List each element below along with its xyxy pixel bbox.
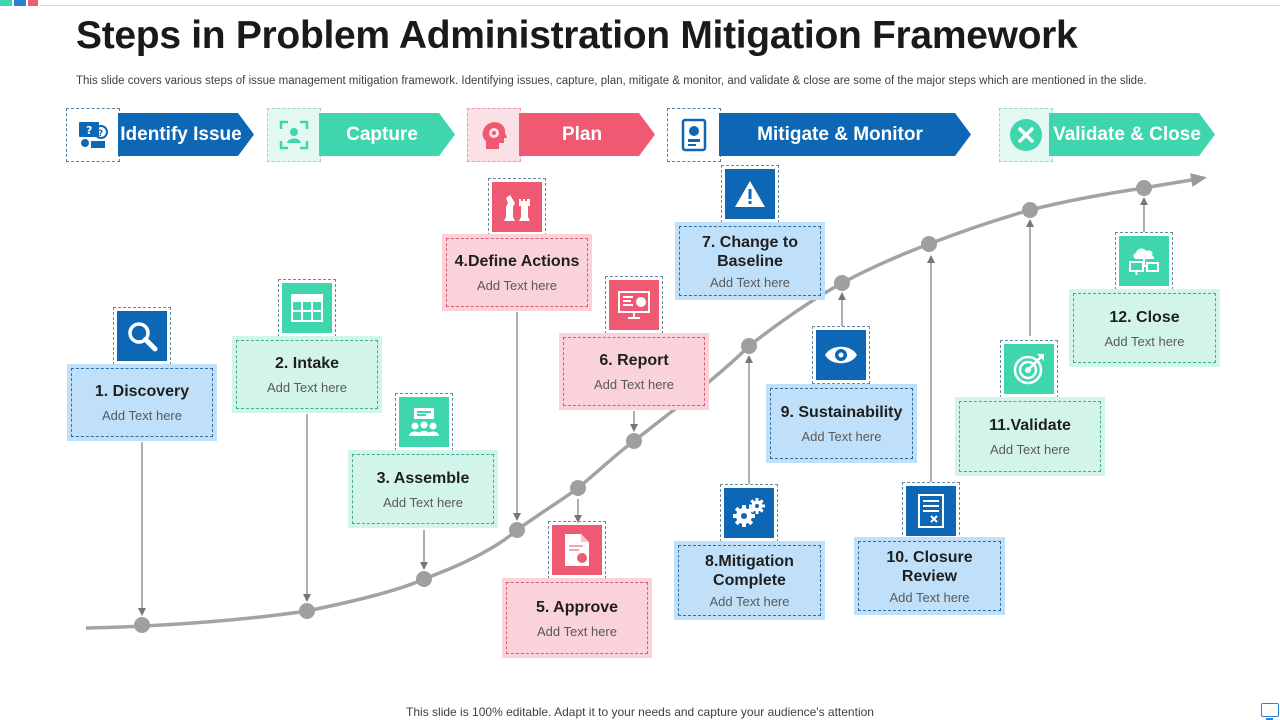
step-12-icon-box: [1115, 232, 1173, 290]
step-card-9: 9. Sustainability Add Text here: [766, 384, 917, 463]
step-title: 10. Closure Review: [886, 548, 973, 585]
phase-icon-box-5: [999, 108, 1053, 162]
step-title: 12. Close: [1109, 308, 1180, 326]
step-10-icon-box: [902, 482, 960, 540]
timeline-dots: [134, 180, 1152, 633]
page-subtitle: This slide covers various steps of issue…: [76, 75, 1147, 87]
timeline-dot-1: [134, 617, 150, 633]
eye-icon: [825, 346, 857, 364]
step-title: 7. Change to Baseline: [701, 233, 798, 270]
step-1-icon-box: [113, 307, 171, 365]
plan-head-gear-icon: [482, 122, 507, 149]
close-x-icon: [1010, 119, 1042, 151]
timeline-dot-2: [299, 603, 315, 619]
footer-note: This slide is 100% editable. Adapt it to…: [406, 705, 874, 719]
step-text: Add Text here: [267, 380, 347, 395]
step-card-6: 6. Report Add Text here: [559, 333, 709, 410]
step-6-icon-box: [605, 276, 663, 334]
approved-document-icon: [565, 534, 589, 566]
gears-icon: [733, 498, 765, 527]
step-title: 1. Discovery: [94, 383, 190, 400]
step-text: Add Text here: [801, 429, 882, 444]
phase-validate-close: Validate & Close: [1049, 113, 1215, 156]
timeline-dot-5: [570, 480, 586, 496]
step-title: 3. Assemble: [376, 469, 470, 487]
step-9-icon-box: [812, 326, 870, 384]
report-presentation-icon: [618, 291, 650, 319]
screen-corner-icon: [1261, 703, 1279, 720]
step-title: 6. Report: [599, 352, 669, 369]
phase-icon-box-3: [467, 108, 521, 162]
phase-label: Mitigate & Monitor: [757, 123, 923, 145]
timeline-dot-4: [509, 522, 525, 538]
step-card-5: 5. Approve Add Text here: [502, 578, 652, 658]
step-11-icon-box: [1000, 340, 1058, 398]
step-card-11: 11.Validate Add Text here: [955, 397, 1105, 476]
target-icon: [1013, 354, 1044, 385]
step-text: Add Text here: [990, 442, 1070, 457]
timeline-dot-11: [1136, 180, 1152, 196]
step-text: Add Text here: [710, 274, 790, 290]
step-text: Add Text here: [594, 377, 674, 392]
page-title: Steps in Problem Administration Mitigati…: [76, 14, 1078, 57]
step-3-icon-box: [395, 393, 453, 451]
warning-triangle-icon: [735, 181, 765, 207]
step-card-8: 8.Mitigation Complete Add Text here: [674, 541, 825, 620]
phase-label: Capture: [346, 123, 418, 145]
step-text: Add Text here: [889, 589, 970, 605]
phase-plan: Plan: [519, 113, 655, 156]
step-text: Add Text here: [1104, 333, 1185, 349]
magnifier-icon: [128, 322, 158, 352]
timeline-dot-8: [834, 275, 850, 291]
timeline-dot-7: [741, 338, 757, 354]
top-divider: [40, 5, 1280, 6]
review-document-icon: [918, 494, 944, 528]
step-text: Add Text here: [477, 278, 557, 293]
step-title: 8.Mitigation Complete: [705, 553, 794, 589]
step-card-10: 10. Closure Review Add Text here: [854, 537, 1005, 615]
step-title: 9. Sustainability: [780, 404, 903, 421]
step-title: 11.Validate: [989, 417, 1071, 434]
phase-identify-issue: Identify Issue: [118, 113, 254, 156]
step-title: 5. Approve: [535, 598, 619, 616]
step-title: 4.Define Actions: [454, 253, 580, 270]
phase-label: Identify Issue: [120, 123, 242, 145]
timeline-dot-6: [626, 433, 642, 449]
step-4-icon-box: [488, 178, 546, 236]
step-title: 2. Intake: [274, 355, 340, 372]
step-card-1: 1. Discovery Add Text here: [67, 364, 217, 441]
mitigate-monitor-icon: [681, 118, 707, 152]
step-5-icon-box: [548, 521, 606, 579]
phase-label: Plan: [561, 123, 603, 145]
phase-icon-box-4: [667, 108, 721, 162]
step-7-icon-box: [721, 165, 779, 223]
svg-text:?: ?: [86, 124, 92, 137]
step-card-3: 3. Assemble Add Text here: [348, 450, 498, 528]
svg-text:?: ?: [98, 129, 103, 139]
step-text: Add Text here: [709, 594, 790, 609]
identify-issue-icon: ? ?: [79, 122, 108, 148]
phase-icon-box-2: [267, 108, 321, 162]
step-text: Add Text here: [383, 494, 463, 510]
team-meeting-icon: [409, 408, 439, 436]
step-card-4: 4.Define Actions Add Text here: [442, 234, 592, 311]
step-text: Add Text here: [102, 408, 182, 423]
step-card-7: 7. Change to Baseline Add Text here: [675, 222, 825, 300]
phase-label: Validate & Close: [1053, 123, 1201, 145]
table-grid-icon: [291, 294, 323, 322]
step-2-icon-box: [278, 279, 336, 337]
step-text: Add Text here: [537, 623, 617, 639]
phase-icon-box-1: ? ?: [66, 108, 120, 162]
phase-mitigate-monitor: Mitigate & Monitor: [719, 113, 971, 156]
timeline-dot-9: [921, 236, 937, 252]
step-card-2: 2. Intake Add Text here: [232, 336, 382, 413]
timeline-dot-10: [1022, 202, 1038, 218]
phase-capture: Capture: [319, 113, 455, 156]
chess-strategy-icon: [504, 195, 530, 221]
step-8-icon-box: [720, 484, 778, 542]
step-card-12: 12. Close Add Text here: [1069, 289, 1220, 367]
cloud-network-icon: [1129, 248, 1159, 275]
timeline-dot-3: [416, 571, 432, 587]
capture-icon: [279, 120, 309, 150]
